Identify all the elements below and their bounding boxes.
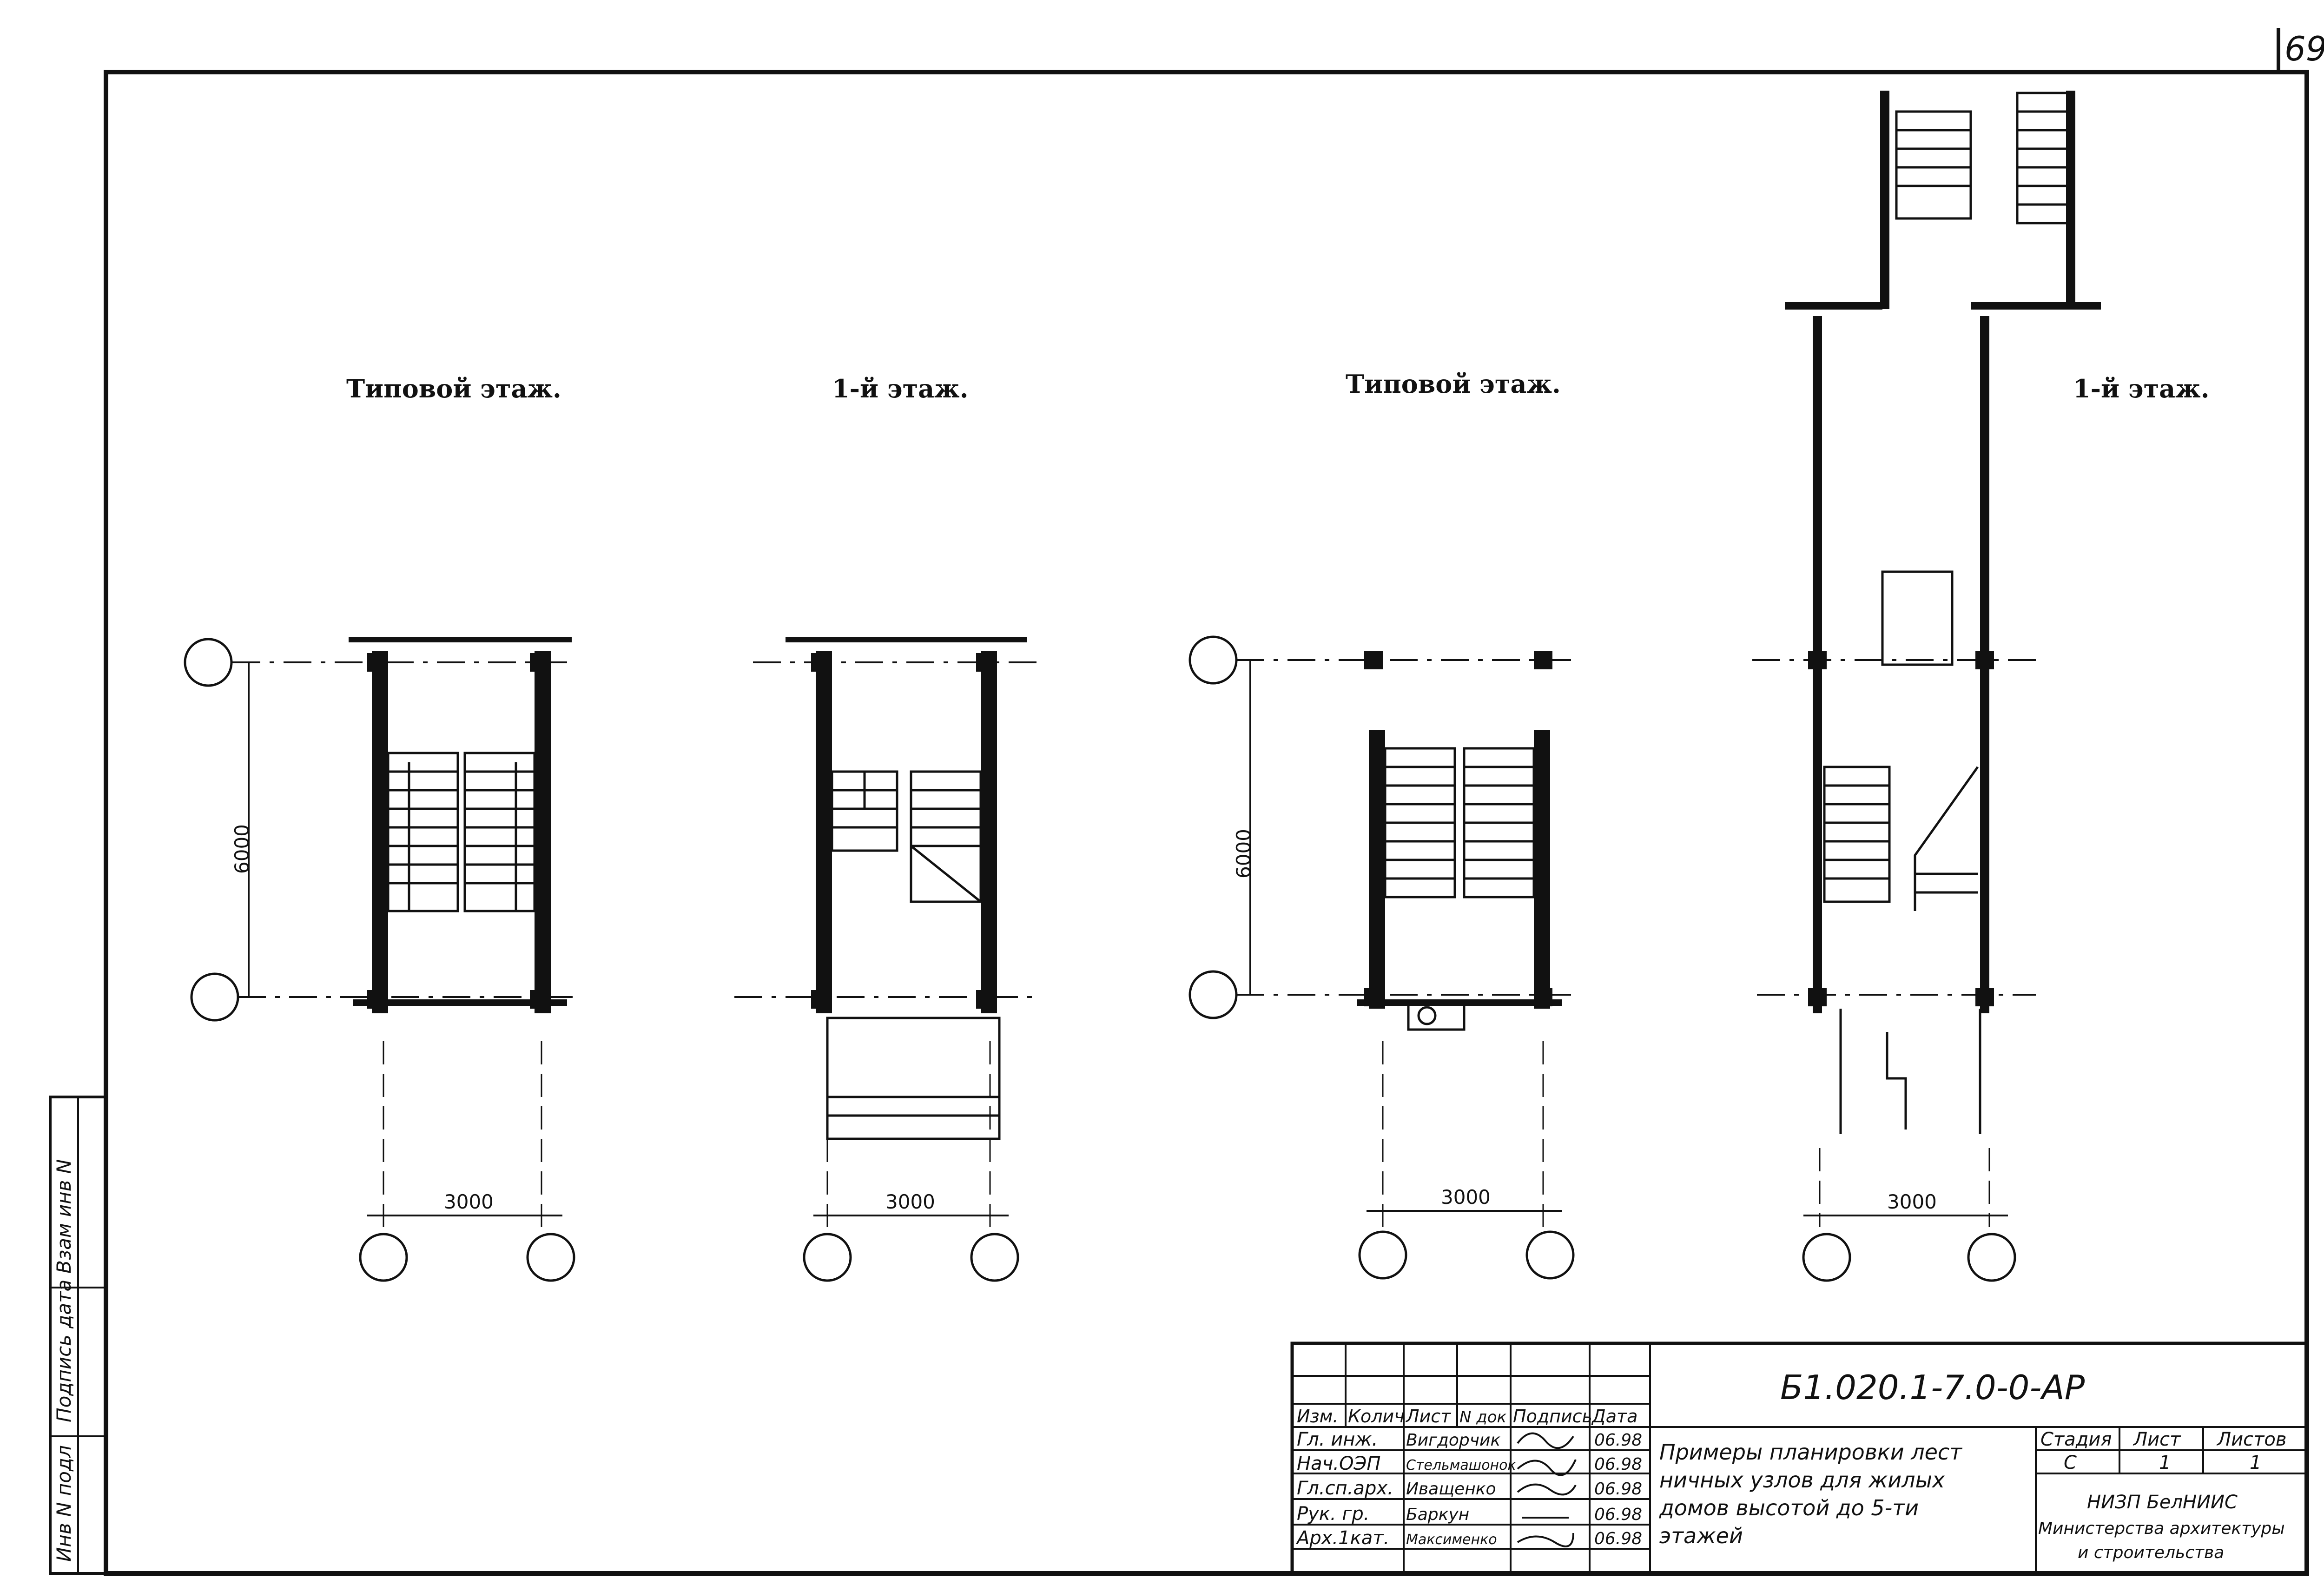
signer-role: Нач.ОЭП	[1297, 1453, 1380, 1474]
wall	[535, 651, 551, 1013]
side-stamp: Инв N подл Подпись дата Взам инв N	[49, 1096, 107, 1575]
plan-4-title: 1-й этаж.	[2073, 374, 2210, 403]
signer-date: 06.98	[1594, 1480, 1642, 1499]
signature-scribbles	[1517, 1432, 1577, 1547]
axis-bubble	[970, 1233, 1019, 1282]
description-line: домов высотой до 5-ти	[1659, 1495, 1919, 1520]
axis-bubble	[1188, 635, 1238, 685]
wall	[981, 651, 997, 1013]
axis-bubble	[190, 972, 239, 1022]
plan-4-width-dim: 3000	[1887, 1190, 1937, 1213]
description-line: Примеры планировки лест	[1659, 1440, 1962, 1465]
plan-1-width-dim: 3000	[444, 1190, 494, 1213]
sheet-header: Лист	[2133, 1429, 2181, 1450]
signer-name: Максименко	[1406, 1532, 1497, 1548]
org-line: и строительства	[2078, 1543, 2224, 1562]
signer-name: Иващенко	[1406, 1480, 1496, 1499]
description-line: ничных узлов для жилых	[1659, 1467, 1945, 1493]
wall	[353, 999, 567, 1006]
signer-role: Гл. инж.	[1297, 1429, 1378, 1450]
sheets-value: 1	[2250, 1452, 2261, 1473]
axis-bubble	[526, 1233, 575, 1282]
plan-3-height-dim: 6000	[1232, 829, 1255, 879]
wall	[786, 637, 1027, 642]
axis-bubble	[359, 1233, 408, 1282]
plan-3-typical-floor: Типовой этаж. 6000 3000	[1188, 369, 1580, 1280]
stage-header: Стадия	[2040, 1429, 2112, 1450]
signer-role: Арх.1кат.	[1295, 1527, 1389, 1549]
axis-bubble	[1967, 1233, 2016, 1282]
signer-name: Баркун	[1406, 1505, 1469, 1524]
wall	[1357, 999, 1562, 1006]
wall	[1369, 730, 1385, 1009]
axis-bubble	[803, 1233, 852, 1282]
sheets-header: Листов	[2216, 1429, 2286, 1450]
org-line: Министерства архитектуры	[2038, 1519, 2285, 1538]
signer-role: Рук. гр.	[1297, 1503, 1370, 1525]
stage-value: С	[2064, 1452, 2077, 1473]
signer-date: 06.98	[1594, 1455, 1642, 1474]
plan-2-width-dim: 3000	[885, 1190, 935, 1213]
header-ndok: N док	[1459, 1408, 1507, 1427]
signer-name: Стельмашонок	[1406, 1457, 1516, 1473]
header-data: Дата	[1591, 1406, 1637, 1427]
signer-name: Вигдорчик	[1406, 1431, 1500, 1450]
side-stamp-cell-sign: Подпись дата	[53, 1280, 75, 1422]
plan-3-title: Типовой этаж.	[1346, 369, 1561, 399]
sheet-value: 1	[2159, 1452, 2171, 1473]
sheet-frame	[104, 70, 2309, 1576]
wall	[349, 637, 572, 642]
plan-4-first-floor: 1-й этаж.	[1752, 91, 2210, 1282]
header-list: Лист	[1405, 1406, 1452, 1427]
header-izm: Изм.	[1297, 1406, 1338, 1427]
signer-date: 06.98	[1594, 1431, 1642, 1450]
org-line: НИЗП БелНИИС	[2087, 1492, 2238, 1513]
description-line: этажей	[1659, 1523, 1743, 1548]
side-stamp-cell-inv: Инв N подл	[53, 1445, 75, 1562]
wall	[816, 651, 832, 1013]
wall	[372, 651, 388, 1013]
title-block: Изм. Колич Лист N док Подпись Дата Гл. и…	[1290, 1341, 2309, 1575]
plan-1-title: Типовой этаж.	[346, 374, 561, 403]
sheet-number: 69	[2284, 29, 2324, 68]
header-kolich: Колич	[1348, 1406, 1405, 1427]
header-podpis: Подпись	[1513, 1406, 1592, 1427]
signer-date: 06.98	[1594, 1529, 1642, 1548]
signer-date: 06.98	[1594, 1505, 1642, 1524]
axis-bubble	[1358, 1230, 1407, 1280]
plan-2-first-floor: 1-й этаж. 3000	[734, 374, 1037, 1282]
plan-3-width-dim: 3000	[1441, 1186, 1491, 1209]
plan-1-typical-floor: Типовой этаж. 6000	[184, 374, 576, 1282]
side-stamp-cell-replace: Взам инв N	[53, 1159, 75, 1274]
plan-2-title: 1-й этаж.	[832, 374, 969, 403]
doc-code: Б1.020.1-7.0-0-АР	[1780, 1368, 2085, 1407]
axis-bubble	[1188, 970, 1238, 1019]
axis-bubble	[1525, 1230, 1575, 1280]
signer-role: Гл.сп.арх.	[1297, 1478, 1393, 1499]
axis-bubble	[184, 638, 233, 687]
wall	[1534, 730, 1550, 1009]
plan-1-height-dim: 6000	[231, 824, 253, 874]
axis-bubble	[1802, 1233, 1851, 1282]
